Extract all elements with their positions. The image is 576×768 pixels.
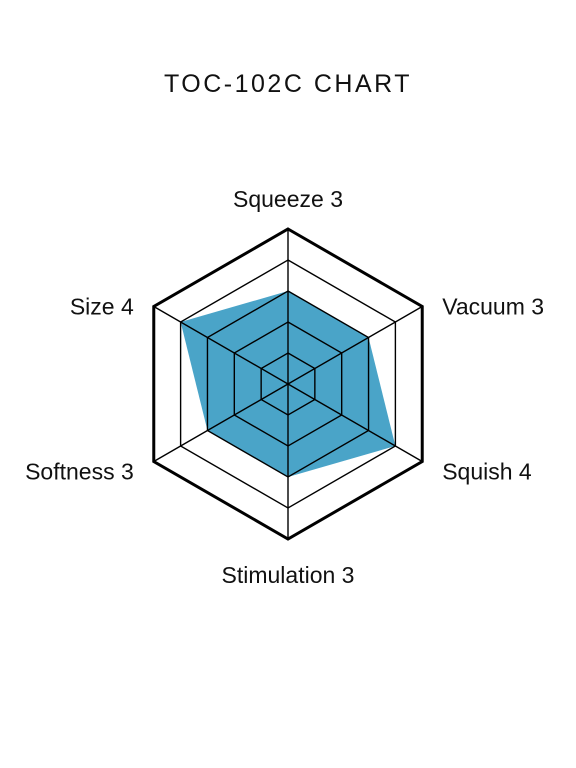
spoke-softness: [153, 383, 289, 463]
axis-label-stimulation: Stimulation 3: [222, 562, 355, 588]
spoke-squish: [287, 383, 423, 463]
spoke-size: [153, 305, 289, 385]
chart-title: TOC-102C CHART: [163, 70, 412, 98]
axis-labels: Squeeze 3 Vacuum 3 Squish 4 Stimulation 3 So…: [25, 186, 544, 588]
radar-grid-overlay: [153, 229, 423, 539]
axis-label-squeeze: Squeeze 3: [233, 186, 343, 212]
axis-label-squish: Squish 4: [442, 459, 532, 485]
spoke-vacuum: [287, 305, 423, 385]
axis-label-vacuum: Vacuum 3: [442, 294, 544, 320]
axis-label-size: Size 4: [70, 294, 134, 320]
axis-label-softness: Softness 3: [25, 459, 134, 485]
